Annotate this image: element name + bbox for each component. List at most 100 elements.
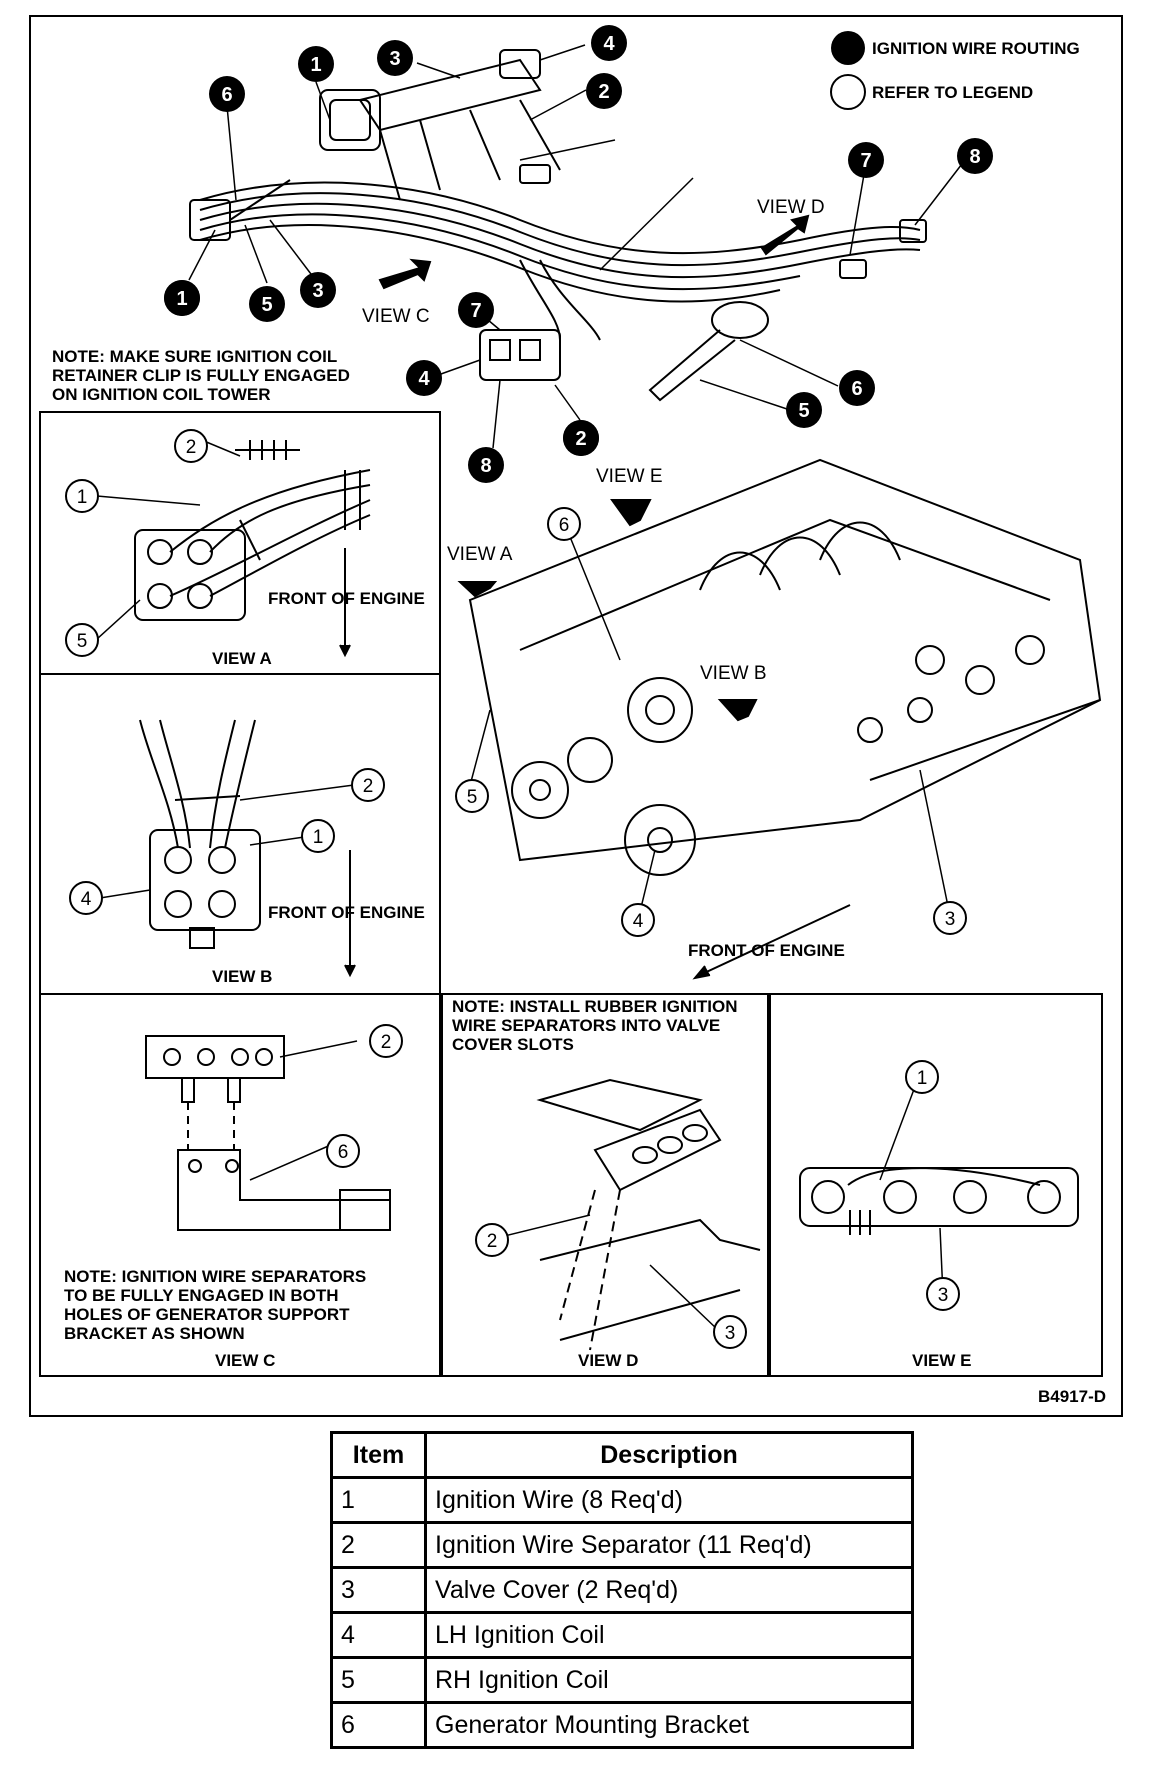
svg-text:1: 1 bbox=[310, 54, 321, 76]
svg-text:7: 7 bbox=[860, 150, 871, 172]
legend-key: IGNITION WIRE ROUTING REFER TO LEGEND bbox=[830, 31, 1080, 110]
view-d-note-line-3: COVER SLOTS bbox=[452, 1035, 574, 1054]
svg-text:3: 3 bbox=[945, 909, 956, 930]
callout-leader-lines bbox=[96, 44, 966, 1331]
figure-id: B4917-D bbox=[1038, 1387, 1106, 1406]
callout-filled: 1 bbox=[298, 46, 334, 82]
svg-text:1: 1 bbox=[77, 487, 88, 508]
view-e-caption: VIEW E bbox=[912, 1351, 972, 1370]
svg-text:2: 2 bbox=[381, 1032, 392, 1053]
view-c-note-line-1: NOTE: IGNITION WIRE SEPARATORS bbox=[64, 1267, 366, 1286]
description-cell: Generator Mounting Bracket bbox=[424, 1701, 914, 1749]
coil-clip-note-line-3: ON IGNITION COIL TOWER bbox=[52, 385, 271, 404]
callout-open: 5 bbox=[65, 623, 99, 657]
coil-clip-note-line-1: NOTE: MAKE SURE IGNITION COIL bbox=[52, 347, 337, 366]
callout-open: 4 bbox=[69, 881, 103, 915]
svg-text:6: 6 bbox=[851, 378, 862, 400]
svg-text:6: 6 bbox=[221, 84, 232, 106]
callout-open: 4 bbox=[621, 903, 655, 937]
callout-filled: 4 bbox=[591, 25, 627, 61]
callout-open: 6 bbox=[547, 507, 581, 541]
item-cell: 6 bbox=[330, 1701, 427, 1749]
view-c-note-line-3: HOLES OF GENERATOR SUPPORT bbox=[64, 1305, 350, 1324]
item-cell: 2 bbox=[330, 1521, 427, 1569]
callout-filled: 8 bbox=[468, 447, 504, 483]
view-d-panel: NOTE: INSTALL RUBBER IGNITION WIRE SEPAR… bbox=[441, 993, 769, 1377]
view-a-caption: VIEW A bbox=[212, 649, 272, 668]
svg-text:1: 1 bbox=[176, 288, 187, 310]
open-callouts: 2 1 5 2 1 4 6 5 4 3 2 6 2 3 1 3 bbox=[65, 429, 967, 1349]
svg-text:5: 5 bbox=[261, 294, 272, 316]
callout-open: 2 bbox=[475, 1223, 509, 1257]
svg-text:1: 1 bbox=[313, 827, 324, 848]
svg-text:2: 2 bbox=[186, 437, 197, 458]
callout-filled: 4 bbox=[406, 360, 442, 396]
view-c-pointer-label: VIEW C bbox=[362, 306, 430, 327]
callout-filled: 6 bbox=[209, 76, 245, 112]
view-b-caption: VIEW B bbox=[212, 967, 272, 986]
svg-text:4: 4 bbox=[603, 33, 615, 55]
legend-filled-circle bbox=[831, 31, 865, 65]
engine-view-e-label: VIEW E bbox=[596, 466, 663, 487]
svg-text:2: 2 bbox=[363, 776, 374, 797]
item-cell: 3 bbox=[330, 1566, 427, 1614]
table-header-row: Item Description bbox=[330, 1431, 914, 1479]
svg-text:7: 7 bbox=[470, 300, 481, 322]
callout-open: 5 bbox=[455, 779, 489, 813]
callout-filled: 8 bbox=[957, 138, 993, 174]
item-column-header: Item bbox=[330, 1431, 427, 1479]
svg-text:4: 4 bbox=[81, 889, 92, 910]
svg-text:2: 2 bbox=[598, 81, 609, 103]
svg-text:5: 5 bbox=[798, 400, 809, 422]
callout-filled: 5 bbox=[249, 286, 285, 322]
callout-filled: 3 bbox=[377, 40, 413, 76]
callout-filled: 3 bbox=[300, 272, 336, 308]
view-b-front-of-engine: FRONT OF ENGINE bbox=[268, 903, 425, 922]
description-column-header: Description bbox=[424, 1431, 914, 1479]
callout-filled: 6 bbox=[839, 370, 875, 406]
description-cell: Valve Cover (2 Req'd) bbox=[424, 1566, 914, 1614]
svg-text:8: 8 bbox=[969, 146, 980, 168]
svg-text:2: 2 bbox=[575, 428, 586, 450]
callout-filled: 2 bbox=[563, 420, 599, 456]
svg-text:3: 3 bbox=[389, 48, 400, 70]
item-cell: 5 bbox=[330, 1656, 427, 1704]
callout-open: 1 bbox=[905, 1060, 939, 1094]
callout-open: 2 bbox=[174, 429, 208, 463]
view-d-note-line-1: NOTE: INSTALL RUBBER IGNITION bbox=[452, 997, 738, 1016]
svg-text:5: 5 bbox=[77, 631, 88, 652]
view-c-note-line-2: TO BE FULLY ENGAGED IN BOTH bbox=[64, 1286, 339, 1305]
svg-text:3: 3 bbox=[938, 1285, 949, 1306]
svg-text:3: 3 bbox=[312, 280, 323, 302]
view-e-panel: VIEW E bbox=[769, 993, 1103, 1377]
svg-text:6: 6 bbox=[338, 1142, 349, 1163]
description-cell: Ignition Wire Separator (11 Req'd) bbox=[424, 1521, 914, 1569]
view-d-pointer-label: VIEW D bbox=[757, 197, 825, 218]
callout-filled: 5 bbox=[786, 392, 822, 428]
description-cell: RH Ignition Coil bbox=[424, 1656, 914, 1704]
filled-callouts: 1 3 4 6 2 1 2 7 8 1 5 3 7 4 8 2 6 5 bbox=[164, 25, 993, 483]
callout-open: 3 bbox=[926, 1277, 960, 1311]
view-d-caption: VIEW D bbox=[578, 1351, 638, 1370]
legend-open-text: REFER TO LEGEND bbox=[872, 83, 1033, 102]
callout-filled: 1 bbox=[164, 280, 200, 316]
item-cell: 4 bbox=[330, 1611, 427, 1659]
callout-open: 3 bbox=[933, 901, 967, 935]
view-d-note-line-2: WIRE SEPARATORS INTO VALVE bbox=[452, 1016, 720, 1035]
svg-text:6: 6 bbox=[559, 515, 570, 536]
description-cell: LH Ignition Coil bbox=[424, 1611, 914, 1659]
callout-filled: 2 bbox=[586, 73, 622, 109]
description-cell: Ignition Wire (8 Req'd) bbox=[424, 1476, 914, 1524]
callout-open: 2 bbox=[369, 1024, 403, 1058]
callout-filled: 7 bbox=[458, 292, 494, 328]
view-b-panel: FRONT OF ENGINE VIEW B bbox=[39, 673, 441, 995]
callout-open: 6 bbox=[326, 1134, 360, 1168]
svg-text:8: 8 bbox=[480, 455, 491, 477]
svg-text:2: 2 bbox=[487, 1231, 498, 1252]
